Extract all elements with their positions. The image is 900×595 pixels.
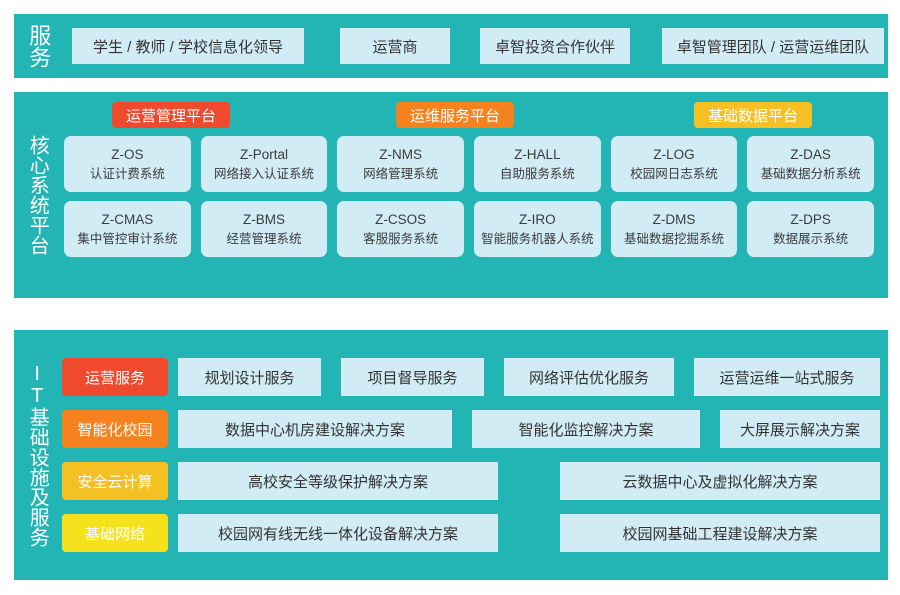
core-system-platform-label: 核心系统平台 (14, 92, 60, 298)
system-module-name: 客服服务系统 (363, 231, 439, 246)
system-module-code: Z-DMS (652, 212, 696, 228)
it-solution-track: 高校安全等级保护解决方案 云数据中心及虚拟化解决方案 (168, 462, 880, 500)
system-module-box[interactable]: Z-IRO 智能服务机器人系统 (473, 201, 601, 257)
system-module-code: Z-IRO (518, 212, 556, 228)
it-solution-chip[interactable]: 校园网有线无线一体化设备解决方案 (178, 514, 498, 552)
it-infrastructure-band: IT基础设施及服务 运营服务规划设计服务项目督导服务网络评估优化服务运营运维一站… (14, 330, 888, 580)
system-module-name: 自助服务系统 (499, 166, 575, 181)
platform-badge[interactable]: 基础数据平台 (694, 102, 813, 128)
it-solution-chip[interactable]: 规划设计服务 (178, 358, 321, 396)
system-module-name: 智能服务机器人系统 (481, 231, 594, 246)
system-module-name: 集中管控审计系统 (77, 231, 178, 246)
system-module-name: 基础数据分析系统 (760, 166, 861, 181)
it-service-rows: 运营服务规划设计服务项目督导服务网络评估优化服务运营运维一站式服务智能化校园数据… (60, 330, 888, 580)
it-category-badge[interactable]: 智能化校园 (62, 410, 168, 448)
it-infrastructure-label-text: IT基础设施及服务 (26, 363, 49, 547)
system-module-code: Z-CMAS (101, 212, 154, 228)
system-module-code: Z-BMS (242, 212, 285, 228)
it-category-badge[interactable]: 安全云计算 (62, 462, 168, 500)
platform-badge[interactable]: 运维服务平台 (396, 102, 515, 128)
system-module-name: 基础数据挖掘系统 (623, 231, 724, 246)
it-solution-chip[interactable]: 大屏展示解决方案 (720, 410, 880, 448)
system-module-name: 认证计费系统 (89, 166, 165, 181)
it-service-row: 智能化校园数据中心机房建设解决方案智能化监控解决方案大屏展示解决方案 (62, 410, 880, 448)
service-audience-chip[interactable]: 学生 / 教师 / 学校信息化领导 (72, 28, 304, 64)
it-service-row: 安全云计算高校安全等级保护解决方案 云数据中心及虚拟化解决方案 (62, 462, 880, 500)
it-solution-chip[interactable]: 云数据中心及虚拟化解决方案 (560, 462, 880, 500)
system-module-name: 网络管理系统 (363, 166, 439, 181)
service-layer-label: 服务 (14, 14, 62, 78)
system-module-box[interactable]: Z-BMS 经营管理系统 (200, 201, 328, 257)
it-solution-track: 校园网有线无线一体化设备解决方案 校园网基础工程建设解决方案 (168, 514, 880, 552)
it-category-badge[interactable]: 运营服务 (62, 358, 168, 396)
system-module-box[interactable]: Z-HALL 自助服务系统 (473, 136, 601, 192)
it-solution-chip[interactable]: 校园网基础工程建设解决方案 (560, 514, 880, 552)
core-system-platform-band: 核心系统平台 运营管理平台 运维服务平台 基础数据平台 Z-OS 认证计费系统 Z-Po… (14, 92, 888, 298)
it-solution-chip[interactable]: 项目督导服务 (341, 358, 484, 396)
service-audience-chip[interactable]: 运营商 (340, 28, 450, 64)
service-audience-list: 学生 / 教师 / 学校信息化领导运营商卓智投资合作伙伴卓智管理团队 / 运营运… (62, 14, 888, 78)
system-module-box[interactable]: Z-CMAS 集中管控审计系统 (64, 201, 191, 257)
service-layer-band: 服务 学生 / 教师 / 学校信息化领导运营商卓智投资合作伙伴卓智管理团队 / … (14, 14, 888, 78)
it-solution-chip[interactable]: 智能化监控解决方案 (472, 410, 700, 448)
it-solution-chip[interactable]: 高校安全等级保护解决方案 (178, 462, 498, 500)
it-solution-chip[interactable]: 数据中心机房建设解决方案 (178, 410, 452, 448)
it-solution-track: 数据中心机房建设解决方案智能化监控解决方案大屏展示解决方案 (168, 410, 880, 448)
system-module-name: 经营管理系统 (226, 231, 302, 246)
service-audience-chip[interactable]: 卓智管理团队 / 运营运维团队 (662, 28, 884, 64)
it-solution-chip[interactable]: 运营运维一站式服务 (694, 358, 880, 396)
system-module-box[interactable]: Z-Portal 网络接入认证系统 (200, 136, 328, 192)
it-solution-chip[interactable]: 网络评估优化服务 (504, 358, 674, 396)
it-service-row: 基础网络校园网有线无线一体化设备解决方案 校园网基础工程建设解决方案 (62, 514, 880, 552)
system-module-box[interactable]: Z-CSOS 客服服务系统 (337, 201, 464, 257)
system-module-box[interactable]: Z-DPS 数据展示系统 (747, 201, 874, 257)
system-module-box[interactable]: Z-OS 认证计费系统 (64, 136, 191, 192)
system-module-code: Z-LOG (653, 147, 695, 163)
system-module-code: Z-HALL (514, 147, 561, 163)
core-system-content: 运营管理平台 运维服务平台 基础数据平台 Z-OS 认证计费系统 Z-Portal 网络接… (60, 92, 888, 298)
it-service-row: 运营服务规划设计服务项目督导服务网络评估优化服务运营运维一站式服务 (62, 358, 880, 396)
system-module-box[interactable]: Z-LOG 校园网日志系统 (610, 136, 738, 192)
platform-badge[interactable]: 运营管理平台 (112, 102, 231, 128)
system-module-code: Z-NMS (379, 147, 423, 163)
system-module-name: 数据展示系统 (773, 231, 849, 246)
system-module-code: Z-OS (111, 147, 144, 163)
service-audience-chip[interactable]: 卓智投资合作伙伴 (480, 28, 630, 64)
platform-badge-row: 运营管理平台 运维服务平台 基础数据平台 (64, 92, 874, 134)
core-system-platform-label-text: 核心系统平台 (26, 135, 49, 255)
system-module-name: 校园网日志系统 (630, 166, 718, 181)
it-infrastructure-label: IT基础设施及服务 (14, 330, 60, 580)
it-solution-track: 规划设计服务项目督导服务网络评估优化服务运营运维一站式服务 (168, 358, 880, 396)
system-module-box[interactable]: Z-NMS 网络管理系统 (337, 136, 464, 192)
it-category-badge[interactable]: 基础网络 (62, 514, 168, 552)
system-module-code: Z-DPS (790, 212, 831, 228)
system-module-code: Z-DAS (790, 147, 831, 163)
service-layer-label-text: 服务 (26, 24, 52, 68)
system-module-code: Z-CSOS (375, 212, 427, 228)
system-module-code: Z-Portal (239, 147, 288, 163)
system-module-box[interactable]: Z-DMS 基础数据挖掘系统 (610, 201, 738, 257)
system-module-name: 网络接入认证系统 (213, 166, 314, 181)
system-module-grid: Z-OS 认证计费系统 Z-Portal 网络接入认证系统 Z-NMS 网络管理系统 Z-H… (64, 136, 874, 257)
system-module-box[interactable]: Z-DAS 基础数据分析系统 (747, 136, 874, 192)
